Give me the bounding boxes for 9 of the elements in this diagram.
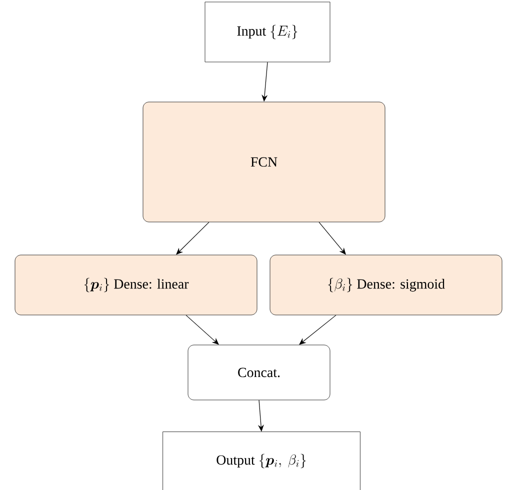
arrow bbox=[299, 314, 336, 345]
arrow bbox=[176, 222, 210, 255]
process-box: $\{\beta_i\}$ Dense: sigmoid bbox=[270, 254, 502, 316]
process-box: Concat. bbox=[188, 344, 330, 400]
arrow bbox=[186, 314, 219, 345]
process-box: FCN bbox=[142, 102, 386, 222]
input-box: Input $\left\{E_i\right\}$ bbox=[204, 2, 330, 62]
process-box: $\{\boldsymbol{p}_i\}$ Dense: linear bbox=[14, 254, 258, 316]
output-box: Output $\{\boldsymbol{p}_i,\ \beta_i\}$ bbox=[162, 432, 360, 490]
